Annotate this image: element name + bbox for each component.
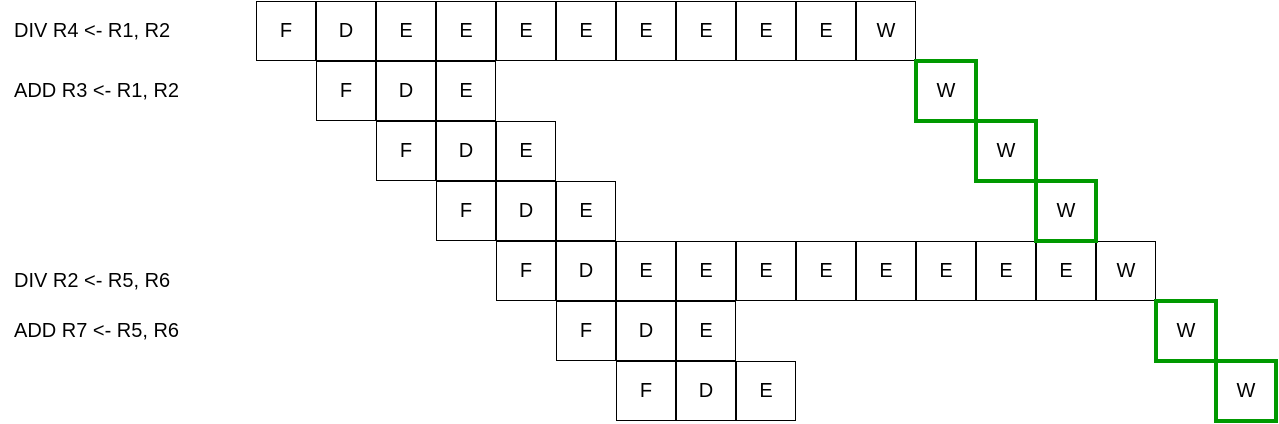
- instruction-label-add-r7: ADD R7 <- R5, R6: [14, 320, 180, 342]
- stage-cell-e-r0-c5: E: [556, 1, 616, 61]
- stage-cell-e-r0-c2: E: [376, 1, 436, 61]
- instruction-label-div-r2: DIV R2 <- R5, R6: [14, 270, 171, 292]
- stage-cell-e-r0-c8: E: [736, 1, 796, 61]
- stage-cell-e-r0-c9: E: [796, 1, 856, 61]
- stage-cell-e-r0-c6: E: [616, 1, 676, 61]
- stage-cell-d-r0-c1: D: [316, 1, 376, 61]
- stage-cell-d-r6-c7: D: [676, 361, 736, 421]
- stage-cell-e-r2-c4: E: [496, 121, 556, 181]
- stage-cell-e-r4-c10: E: [856, 241, 916, 301]
- stage-cell-e-r1-c3: E: [436, 61, 496, 121]
- instruction-label-add-r3: ADD R3 <- R1, R2: [14, 80, 180, 102]
- stage-cell-e-r4-c8: E: [736, 241, 796, 301]
- stage-cell-e-r4-c7: E: [676, 241, 736, 301]
- stage-cell-e-r0-c4: E: [496, 1, 556, 61]
- stage-cell-e-r0-c7: E: [676, 1, 736, 61]
- stage-cell-w-r3-c13: W: [1034, 179, 1098, 243]
- stage-cell-e-r3-c5: E: [556, 181, 616, 241]
- stage-cell-f-r4-c4: F: [496, 241, 556, 301]
- stage-cell-e-r4-c9: E: [796, 241, 856, 301]
- stage-cell-w-r2-c12: W: [974, 119, 1038, 183]
- stage-cell-f-r6-c6: F: [616, 361, 676, 421]
- stage-cell-d-r5-c6: D: [616, 301, 676, 361]
- stage-cell-w-r6-c16: W: [1214, 359, 1278, 423]
- stage-cell-w-r4-c14: W: [1096, 241, 1156, 301]
- stage-cell-e-r6-c8: E: [736, 361, 796, 421]
- stage-cell-f-r2-c2: F: [376, 121, 436, 181]
- stage-cell-w-r5-c15: W: [1154, 299, 1218, 363]
- stage-cell-w-r0-c10: W: [856, 1, 916, 61]
- stage-cell-d-r3-c4: D: [496, 181, 556, 241]
- stage-cell-e-r4-c13: E: [1036, 241, 1096, 301]
- stage-cell-w-r1-c11: W: [914, 59, 978, 123]
- stage-cell-d-r4-c5: D: [556, 241, 616, 301]
- stage-cell-f-r5-c5: F: [556, 301, 616, 361]
- stage-cell-f-r0-c0: F: [256, 1, 316, 61]
- stage-cell-e-r4-c12: E: [976, 241, 1036, 301]
- stage-cell-f-r1-c1: F: [316, 61, 376, 121]
- stage-cell-d-r2-c3: D: [436, 121, 496, 181]
- stage-cell-f-r3-c3: F: [436, 181, 496, 241]
- stage-cell-e-r4-c6: E: [616, 241, 676, 301]
- instruction-label-div-r4: DIV R4 <- R1, R2: [14, 20, 171, 42]
- stage-cell-e-r4-c11: E: [916, 241, 976, 301]
- stage-cell-e-r5-c7: E: [676, 301, 736, 361]
- stage-cell-e-r0-c3: E: [436, 1, 496, 61]
- stage-cell-d-r1-c2: D: [376, 61, 436, 121]
